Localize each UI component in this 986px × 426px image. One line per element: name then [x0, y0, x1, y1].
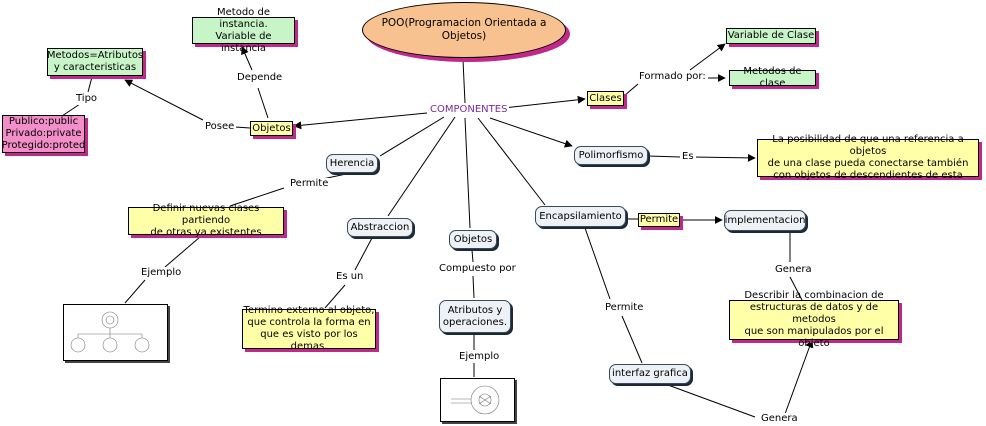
implementacion-node[interactable]: implementacion — [724, 210, 806, 231]
link-interfaz-genera — [667, 384, 756, 418]
link-esun-def — [324, 284, 346, 309]
herencia-def-node[interactable]: Definir nuevas clases partiendo de otras… — [128, 203, 284, 238]
interfaz-grafica-node[interactable]: interfaz grafica — [609, 364, 691, 384]
link-formado-variable — [689, 43, 726, 71]
modificadores-acceso-node[interactable]: Publico:public Privado:private Protegido… — [1, 115, 86, 153]
root-concept[interactable]: POO(Programacion Orientada a Objetos) — [362, 2, 566, 58]
es-un-label: Es un — [334, 271, 366, 283]
link-ejemplo-thumb — [124, 279, 146, 304]
atributos-operaciones-node[interactable]: Atributos y operaciones. — [439, 300, 511, 333]
link-poli-es — [647, 155, 681, 158]
link-center-polimorfismo — [489, 117, 573, 148]
es-label: Es — [680, 151, 696, 163]
link-clases-formado — [623, 83, 639, 97]
herencia-node[interactable]: Herencia — [326, 154, 378, 173]
ejemplo-herencia-label: Ejemplo — [139, 267, 184, 279]
link-permite2-interfaz — [621, 315, 643, 364]
link-es-def — [692, 153, 756, 162]
metodos-de-clase-node[interactable]: Metodos de clase — [729, 66, 816, 89]
link-objetos2-compuesto — [471, 249, 474, 263]
link-objetos-posee — [234, 126, 251, 129]
encapsulamiento-def-node[interactable]: Describir la combinacion de estructuras … — [729, 290, 899, 349]
variable-de-clase-node[interactable]: Variable de Clase — [726, 28, 816, 44]
herencia-example-image — [63, 304, 168, 361]
permite-interfaz-label: Permite — [603, 302, 646, 314]
link-genera-def — [789, 276, 803, 301]
metodos-atributos-node[interactable]: Metodos=Atributos y caracteristicas — [47, 48, 143, 76]
link-def-ejemplo — [164, 236, 201, 268]
link-center-objetos — [293, 112, 428, 130]
link-center-objetos2 — [464, 117, 471, 229]
link-depende-instancia — [241, 46, 253, 71]
link-posee-atributos — [124, 79, 204, 121]
objetos-example-image — [440, 378, 515, 422]
link-center-abstraccion — [387, 116, 456, 217]
link-abstraccion-esun — [354, 237, 373, 271]
ejemplo-objetos-label: Ejemplo — [457, 351, 502, 363]
link-encap-permite2 — [584, 227, 611, 300]
link-root-center — [462, 59, 466, 104]
depende-label: Depende — [235, 72, 285, 84]
link-center-herencia — [379, 116, 445, 157]
encapsulamiento-node[interactable]: Encapsilamiento — [535, 206, 626, 227]
link-atributos-tipo — [87, 76, 93, 93]
abstraccion-node[interactable]: Abstraccion — [347, 218, 413, 237]
objetos-center-node[interactable]: Objetos — [449, 230, 497, 249]
genera-interfaz-label: Genera — [759, 413, 800, 425]
tipo-label: Tipo — [74, 93, 100, 105]
formado-por-label: Formado por: — [637, 71, 708, 83]
abstraccion-def-node[interactable]: Termino externo al objeto, que controla … — [242, 305, 376, 352]
posee-label: Posee — [203, 121, 237, 133]
permite-encap-node[interactable]: Permite — [638, 213, 680, 227]
polimorfismo-node[interactable]: Polimorfismo — [574, 146, 648, 165]
compuesto-por-label: Compuesto por — [437, 263, 518, 275]
link-center-clases — [502, 95, 586, 109]
metodo-instancia-node[interactable]: Metodo de instancia. Variable de instanc… — [192, 7, 295, 54]
link-genera-encapdef — [784, 339, 814, 415]
genera-impl-label: Genera — [773, 264, 814, 276]
link-center-encap — [477, 117, 546, 206]
link-permite-def — [229, 187, 285, 207]
polimorfismo-def-node[interactable]: La posibilidad de que una referencia a o… — [757, 134, 979, 181]
objetos-node[interactable]: Objetos — [250, 121, 293, 136]
link-compuesto-atributos — [472, 275, 475, 299]
permite-herencia-label: Permite — [288, 178, 331, 190]
link-objetos-depende — [257, 87, 269, 119]
clases-node[interactable]: Clases — [587, 91, 624, 106]
link-tipo-publico — [61, 103, 81, 117]
components-label: COMPONENTES — [428, 104, 510, 116]
